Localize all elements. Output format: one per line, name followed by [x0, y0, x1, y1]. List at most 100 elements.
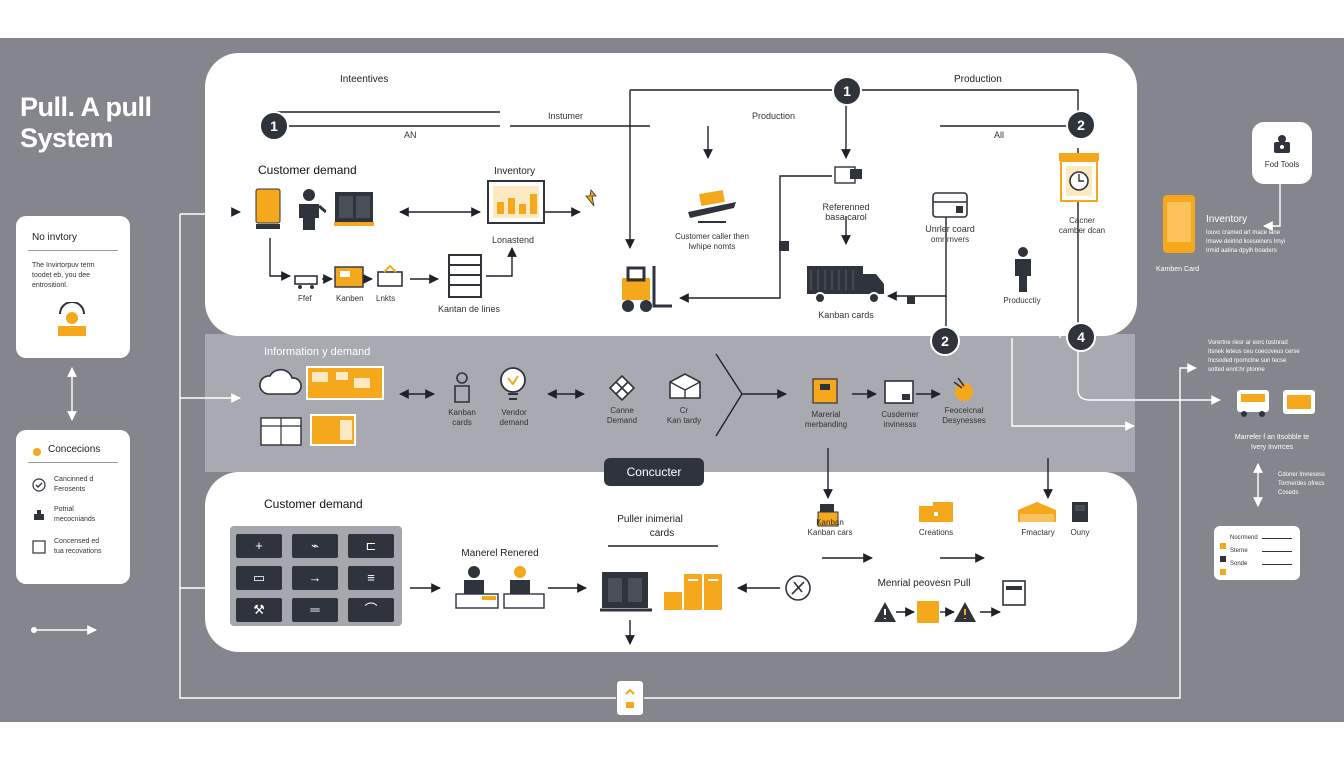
truck-icon: [806, 264, 888, 311]
list-dot-3: [1220, 562, 1226, 580]
puller-title-2: cards: [649, 528, 675, 539]
output-card-icon: [616, 680, 644, 721]
operator-icon: [54, 301, 90, 343]
check-icon: [32, 478, 46, 497]
canne-demand-label: Canne: [610, 406, 634, 415]
kanban-cars-label-2: Kanban cars: [807, 528, 853, 537]
right-desc-text-3: Incsoded rpomctne sun tecse: [1208, 358, 1287, 364]
no-inventory-title: No invtory: [32, 232, 78, 243]
customer-inviness-label-2: invinesss: [883, 420, 917, 429]
cart-icon: [294, 274, 320, 295]
grid-chart-icon: ⌁: [292, 534, 338, 558]
list-line-3: [1262, 564, 1292, 565]
step-badge-2b: 2: [930, 326, 960, 356]
tablet-icon: [255, 188, 281, 235]
phone-icon: [1162, 194, 1196, 259]
grid-table-icon: ▭: [236, 566, 282, 590]
spark-icon: [584, 188, 598, 213]
connector-lines: [31, 89, 1281, 699]
grid-bed-icon: ⊏: [348, 534, 394, 558]
bulb-icon: [498, 366, 528, 409]
kanban-person-icon: [452, 372, 472, 409]
vendor-demand-label: Vendor: [501, 408, 527, 417]
clock-board-icon: [1058, 152, 1100, 211]
no-inventory-text-3: entrositionl.: [32, 282, 68, 289]
folder-icon: [918, 500, 954, 529]
step-badge-1a: 1: [259, 111, 289, 141]
ffef-label: Ffef: [298, 294, 312, 303]
canne-demand-label-2: Demand: [606, 416, 638, 425]
tool-icon: [32, 508, 46, 527]
referenced-label: Referenned: [822, 202, 870, 212]
concession-item-1: Cancinned d: [54, 476, 94, 483]
right-inventory-text-1: Iouvc cramed art mace lane: [1206, 230, 1281, 236]
cust-text-2: Tormerdes ofrecs: [1278, 481, 1325, 487]
inventory-label: Inventory: [494, 166, 536, 177]
instumer-label: Instumer: [548, 111, 584, 121]
scale-icon: [684, 188, 740, 229]
customer-right-label: Cacner: [1069, 216, 1095, 225]
kanban-cards-label: Kanban cards: [818, 310, 874, 320]
customer-inviness-label: Cusderner: [881, 410, 919, 419]
customer-right-label-2: camber dcan: [1058, 226, 1106, 235]
step-badge-1b: 1: [832, 76, 862, 106]
under-card-label: Unrler coard: [925, 224, 975, 234]
right-inventory-text-3: Irmid aatina dpyih boaders: [1206, 248, 1277, 254]
production-top-label: Production: [954, 74, 1002, 85]
fmactary-label: Fmactary: [1021, 528, 1055, 537]
right-inventory-title: Inventory: [1206, 214, 1248, 225]
kanban-cards-mid-2: cards: [452, 418, 472, 427]
rack-icon: [600, 570, 652, 617]
grid-tools-icon: ⚒: [236, 598, 282, 622]
grid-plus-icon: +: [236, 534, 282, 558]
food-tools-label: Fod Tools: [1264, 160, 1300, 169]
rocket-icon: [950, 376, 976, 409]
list-line-2: [1262, 551, 1292, 552]
production-mid-label: Production: [752, 111, 796, 121]
right-list-card: [1214, 526, 1300, 580]
all-label: All: [994, 130, 1005, 140]
customer-caller-label: Customer caller then: [675, 232, 749, 241]
card-flag-icon: [834, 166, 864, 191]
customer-caller-label-2: lwhipe nomts: [688, 242, 736, 251]
box-open-icon: [260, 414, 302, 451]
right-desc-text-1: Vorertne riesr ar eorc tostnrad: [1208, 340, 1288, 346]
list-item-1: Nocrmend: [1230, 535, 1258, 541]
concession-item-2: Ferosents: [54, 486, 86, 493]
feoceicnal-label-2: Desynesses: [942, 416, 986, 425]
tag-icon: [778, 238, 790, 257]
kan-tardy-label: Cr: [679, 406, 689, 415]
person-icon: [1012, 246, 1034, 297]
kanban-cards-mid: Kanban: [448, 408, 476, 417]
cust-text-1: Cdoner Invresess: [1278, 472, 1326, 478]
concession-item-3: Potrial: [54, 506, 74, 513]
cust-text-3: Coseds: [1278, 490, 1299, 496]
terminal-icon: [1002, 580, 1026, 613]
grid-lines-icon: ═: [292, 598, 338, 622]
bus-icon-right: [1282, 388, 1316, 423]
concessions-divider: [28, 462, 118, 463]
list-dot-2: [1220, 549, 1226, 567]
material-process-label: Menrial peovesn Pull: [877, 578, 971, 589]
concession-item-6: tua recovations: [54, 548, 102, 555]
information-band: [205, 334, 1135, 472]
warning-icon-right: [952, 600, 978, 629]
package-icon: [668, 372, 702, 407]
kanban-de-lines-label: Kantan de lines: [438, 304, 501, 314]
no-inventory-divider: [28, 250, 118, 251]
factory-roof-icon: [1016, 500, 1058, 529]
step-badge-2a: 2: [1066, 110, 1096, 140]
right-desc-text-2: Itsnek leteus ceu coecoveus cerse: [1208, 349, 1300, 355]
worker-icon: [294, 188, 327, 235]
crossed-box-icon: [608, 374, 636, 407]
kan-tardy-label-2: Kan tardy: [666, 416, 702, 425]
concession-item-4: mecocniands: [54, 516, 96, 523]
concession-item-5: Concensed ed: [54, 538, 100, 545]
maneuver-label-2: Ivery Invrrces: [1250, 444, 1294, 451]
lock-person-icon: [1272, 134, 1292, 159]
kanban-card-label: Kamben Card: [1156, 266, 1200, 273]
crate-icon: [916, 600, 940, 629]
concessions-dot-icon: [32, 444, 42, 462]
customer-demand-bottom: Customer demand: [264, 497, 363, 511]
shelf-icon: [448, 254, 482, 303]
